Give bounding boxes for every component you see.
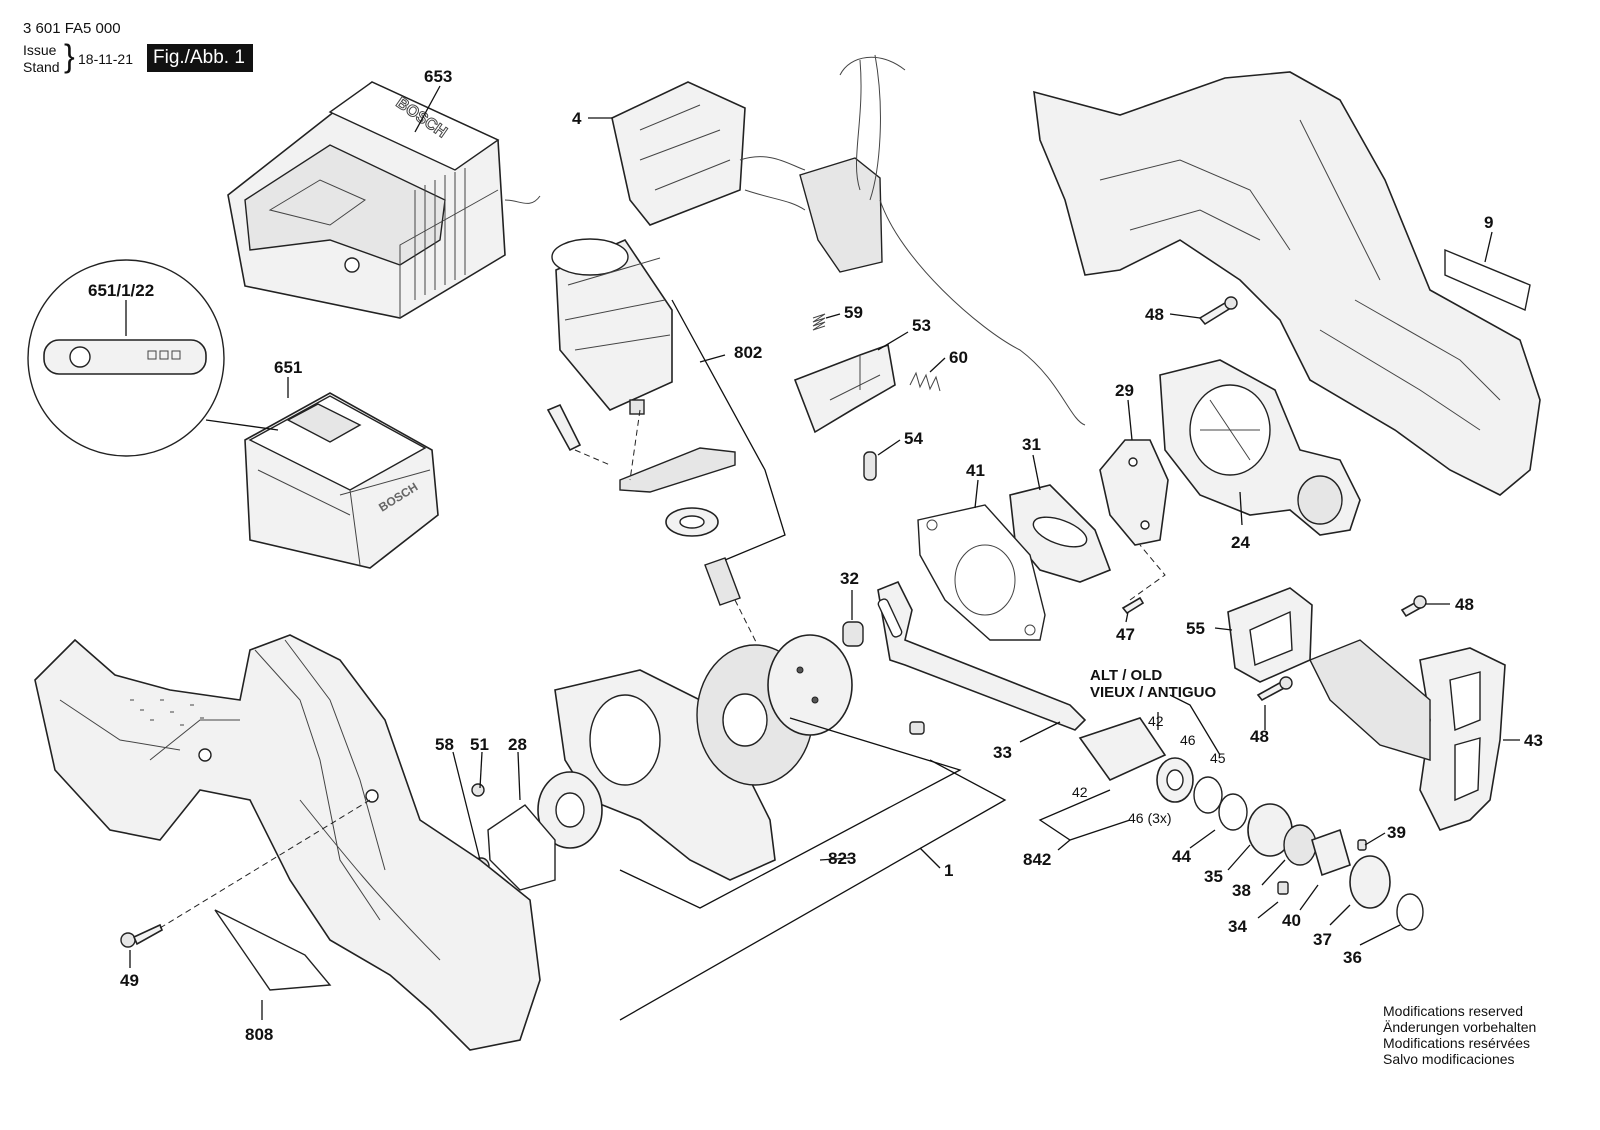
part-label-31: 31 [1022, 435, 1041, 454]
part-label-40: 40 [1282, 911, 1301, 930]
charger-part: BOSCH [227, 81, 541, 319]
part-label-59: 59 [844, 303, 863, 322]
part-label-29: 29 [1115, 381, 1134, 400]
label-detail-callout [27, 259, 279, 457]
spring-59 [812, 313, 826, 331]
part-label-48-right: 48 [1455, 595, 1474, 614]
stand-label: Stand [23, 59, 60, 75]
part-label-53: 53 [912, 316, 931, 335]
battery-part: BOSCH [244, 392, 439, 569]
screws-48 [1198, 296, 1427, 702]
part-number-labels: 653 651/1/22 651 4 802 59 53 60 54 9 48 … [88, 67, 1543, 1044]
gear-housing-24 [1159, 359, 1361, 536]
part-label-44: 44 [1172, 847, 1191, 866]
part-label-651-1-22: 651/1/22 [88, 281, 154, 300]
rod-33 [877, 580, 1087, 731]
part-label-49: 49 [120, 971, 139, 990]
part-label-47: 47 [1116, 625, 1135, 644]
part-label-48-top: 48 [1145, 305, 1164, 324]
kit-label-46-3x: 46 (3x) [1128, 810, 1172, 826]
part-label-4: 4 [572, 109, 582, 128]
issue-label: Issue [23, 42, 57, 58]
spindle-set [1078, 717, 1424, 931]
part-label-60: 60 [949, 348, 968, 367]
motor-part [546, 238, 786, 651]
part-label-802: 802 [734, 343, 762, 362]
issue-brace: } [64, 38, 75, 74]
label-808 [214, 909, 332, 991]
kit-label-46-top: 46 [1180, 732, 1196, 748]
alt-old-label-line1: ALT / OLD [1090, 667, 1162, 684]
kit-label-42-lower: 42 [1072, 784, 1088, 800]
housing-half-part [1033, 71, 1541, 496]
part-label-1: 1 [944, 861, 953, 880]
bearing-28 [471, 771, 603, 891]
part-label-55: 55 [1186, 619, 1205, 638]
document-number: 3 601 FA5 000 [23, 20, 121, 37]
screw-49 [120, 923, 164, 948]
part-label-28: 28 [508, 735, 527, 754]
figure-label: Fig./Abb. 1 [147, 44, 253, 72]
part-label-36: 36 [1343, 948, 1362, 967]
part-label-51: 51 [470, 735, 489, 754]
note-de: Änderungen vorbehalten [1383, 1019, 1537, 1035]
part-label-823: 823 [828, 849, 856, 868]
part-label-35: 35 [1204, 867, 1223, 886]
part-label-842: 842 [1023, 850, 1051, 869]
part-label-34: 34 [1228, 917, 1247, 936]
alt-old-label-line2: VIEUX / ANTIGUO [1090, 684, 1216, 701]
switch-wiring-part [611, 54, 1086, 426]
issue-date: 18-11-21 [78, 51, 134, 67]
part-label-32: 32 [840, 569, 859, 588]
kit-label-42-top: 42 [1148, 713, 1164, 729]
note-fr: Modifications resérvées [1383, 1035, 1531, 1051]
part-label-38: 38 [1232, 881, 1251, 900]
part-label-9: 9 [1484, 213, 1493, 232]
slider-53 [793, 343, 896, 434]
plate-31 [1009, 484, 1112, 583]
part-label-24: 24 [1231, 533, 1250, 552]
part-label-33: 33 [993, 743, 1012, 762]
gasket-41 [917, 504, 1046, 641]
part-label-37: 37 [1313, 930, 1332, 949]
part-label-39: 39 [1387, 823, 1406, 842]
part-label-41: 41 [966, 461, 985, 480]
part-label-808: 808 [245, 1025, 273, 1044]
pin-54 [863, 451, 877, 481]
part-label-43: 43 [1524, 731, 1543, 750]
spring-60 [909, 371, 941, 392]
note-en: Modifications reserved [1383, 1003, 1524, 1019]
guide-plate-43 [1309, 639, 1506, 831]
modifications-notes: Modifications reserved Änderungen vorbeh… [1383, 1003, 1536, 1067]
part-label-653: 653 [424, 67, 452, 86]
guide-29 [1099, 439, 1169, 546]
part-label-58: 58 [435, 735, 454, 754]
part-label-48-lower: 48 [1250, 727, 1269, 746]
part-label-54: 54 [904, 429, 923, 448]
main-housing-part [34, 634, 541, 1051]
screw-47 [1121, 596, 1145, 615]
part-label-651: 651 [274, 358, 302, 377]
kit-label-45: 45 [1210, 750, 1226, 766]
plate-55 [1227, 587, 1313, 683]
gear-assembly-823 [554, 621, 925, 881]
note-es: Salvo modificaciones [1383, 1051, 1515, 1067]
leader-lines [125, 85, 1520, 1021]
